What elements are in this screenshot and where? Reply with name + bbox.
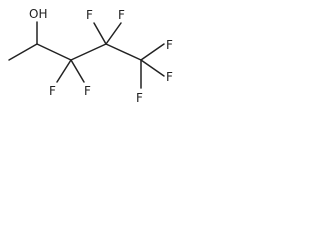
atom-label-f: F <box>166 38 173 52</box>
bond-c4-f3 <box>93 22 107 45</box>
chemical-structure: OH F F F F F F F <box>8 7 173 105</box>
bond-c4-c5 <box>105 43 142 61</box>
bond-c3-c4 <box>70 43 107 61</box>
bond-c5-f5 <box>140 43 165 61</box>
bond-c5-f6 <box>140 59 165 77</box>
atom-label-f: F <box>84 84 91 98</box>
bond-c4-f4 <box>105 22 122 45</box>
bond-c3-f1 <box>56 59 72 83</box>
atom-label-f: F <box>118 8 125 22</box>
bond-c1-c2 <box>8 43 38 61</box>
atom-label-f: F <box>136 91 143 105</box>
atom-label-f: F <box>166 70 173 84</box>
atom-label-f: F <box>49 84 56 98</box>
atom-label-oh: OH <box>29 7 47 21</box>
bond-c3-f2 <box>70 59 85 83</box>
bond-c2-c3 <box>36 43 72 61</box>
atom-label-f: F <box>86 8 93 22</box>
